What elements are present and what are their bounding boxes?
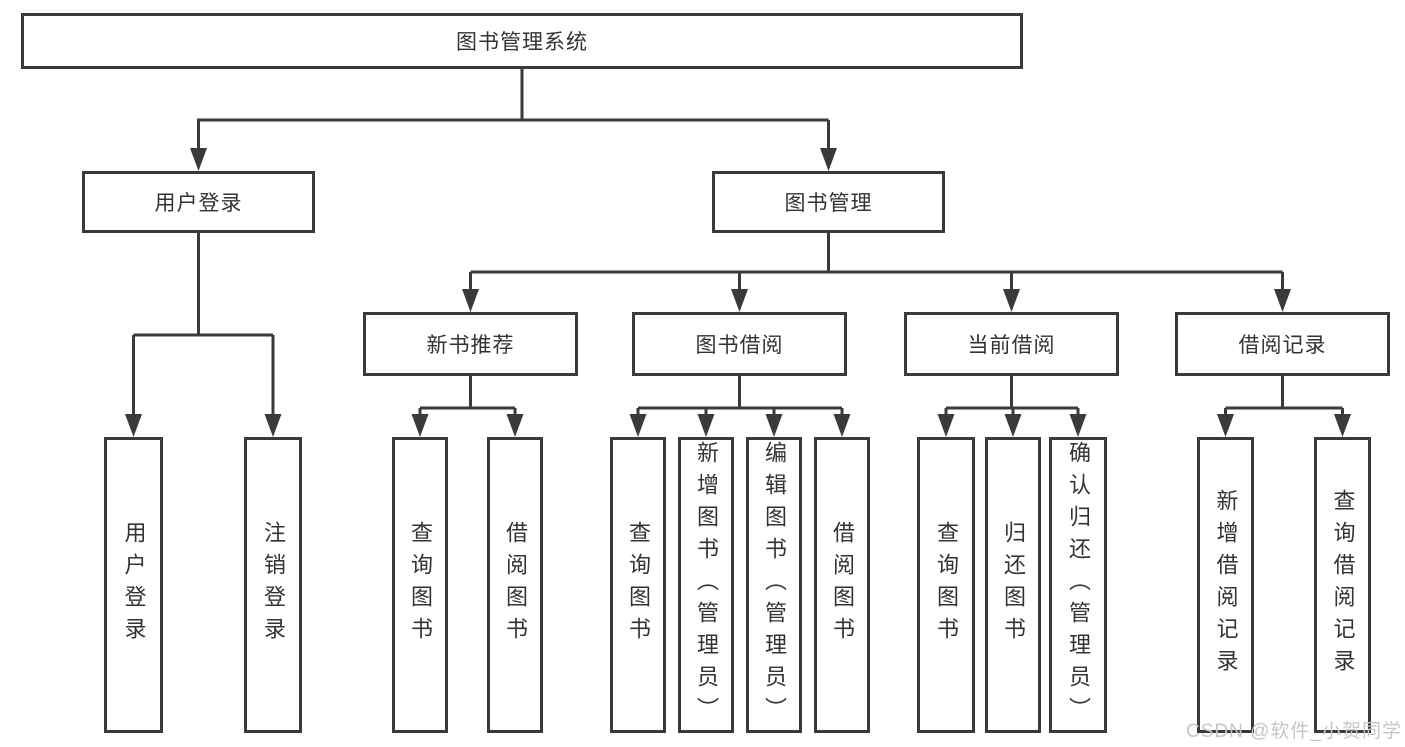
node-borrow-records-label: 借阅记录 — [1238, 334, 1327, 357]
csdn-watermark: CSDN @软件_小贺同学 — [1186, 721, 1402, 742]
connector-mgmt-to-modules — [469, 233, 1284, 293]
arrow-icon — [1217, 414, 1234, 437]
node-book-management: 图书管理 — [712, 171, 945, 233]
node-current-borrow-label: 当前借阅 — [967, 334, 1056, 357]
leaf-recommend-borrow-books: 借阅图书 — [487, 437, 543, 733]
arrow-icon — [820, 148, 837, 171]
leaf-edit-books-admin: 编辑图书（管理员） — [746, 437, 802, 733]
arrow-icon — [411, 414, 429, 437]
arrow-icon — [125, 414, 142, 437]
arrow-icon — [765, 414, 783, 437]
connector-root-to-level2 — [197, 69, 830, 152]
arrow-icon — [1274, 289, 1291, 312]
leaf-query-borrow-record-label: 查询借阅记录 — [1330, 489, 1356, 681]
node-book-borrow: 图书借阅 — [632, 312, 847, 376]
arrow-icon — [264, 414, 282, 437]
leaf-logout: 注销登录 — [244, 437, 302, 733]
connector-module4-to-children — [1224, 376, 1344, 418]
node-current-borrow: 当前借阅 — [904, 312, 1119, 376]
leaf-borrow-books: 借阅图书 — [814, 437, 870, 733]
leaf-borrow-query-books: 查询图书 — [610, 437, 666, 733]
leaf-recommend-borrow-books-label: 借阅图书 — [503, 521, 528, 649]
arrow-icon — [629, 414, 647, 437]
leaf-recommend-query-books: 查询图书 — [392, 437, 448, 733]
arrow-icon — [462, 289, 479, 312]
leaf-recommend-query-books-label: 查询图书 — [408, 521, 433, 649]
leaf-add-books-admin: 新增图书（管理员） — [678, 437, 734, 733]
leaf-add-books-admin-label: 新增图书（管理员） — [694, 441, 719, 729]
leaf-user-login-label: 用户登录 — [121, 521, 147, 649]
arrow-icon — [1004, 414, 1022, 437]
arrow-icon — [731, 289, 748, 312]
leaf-confirm-return-admin-label: 确认归还（管理员） — [1066, 441, 1091, 729]
leaf-borrow-books-label: 借阅图书 — [830, 521, 855, 649]
node-user-login-label: 用户登录 — [154, 192, 243, 215]
connector-module3-to-children — [944, 376, 1080, 418]
node-book-management-label: 图书管理 — [784, 192, 873, 215]
leaf-logout-label: 注销登录 — [261, 521, 286, 649]
arrow-icon — [937, 414, 955, 437]
leaf-return-books-label: 归还图书 — [1001, 521, 1026, 649]
node-root: 图书管理系统 — [21, 13, 1023, 69]
leaf-confirm-return-admin: 确认归还（管理员） — [1049, 437, 1107, 733]
connector-login-to-children — [132, 233, 275, 418]
leaf-add-borrow-record: 新增借阅记录 — [1197, 437, 1254, 733]
node-user-login: 用户登录 — [82, 171, 315, 233]
node-new-book-recommend-label: 新书推荐 — [426, 334, 515, 357]
leaf-edit-books-admin-label: 编辑图书（管理员） — [762, 441, 787, 729]
connector-module1-to-children — [418, 376, 517, 418]
leaf-add-borrow-record-label: 新增借阅记录 — [1213, 489, 1239, 681]
arrow-icon — [1003, 289, 1020, 312]
leaf-borrow-query-books-label: 查询图书 — [626, 521, 651, 649]
arrow-icon — [506, 414, 524, 437]
node-borrow-records: 借阅记录 — [1175, 312, 1390, 376]
arrow-icon — [190, 148, 207, 171]
leaf-user-login: 用户登录 — [104, 437, 163, 733]
leaf-return-books: 归还图书 — [985, 437, 1041, 733]
leaf-query-borrow-record: 查询借阅记录 — [1314, 437, 1371, 733]
node-new-book-recommend: 新书推荐 — [363, 312, 578, 376]
arrow-icon — [833, 414, 851, 437]
node-book-borrow-label: 图书借阅 — [695, 334, 784, 357]
node-root-label: 图书管理系统 — [456, 31, 588, 54]
arrow-icon — [1069, 414, 1087, 437]
connector-module2-to-children — [636, 376, 844, 418]
arrow-icon — [1334, 414, 1351, 437]
arrow-icon — [697, 414, 715, 437]
leaf-current-query-books-label: 查询图书 — [934, 521, 959, 649]
leaf-current-query-books: 查询图书 — [917, 437, 975, 733]
